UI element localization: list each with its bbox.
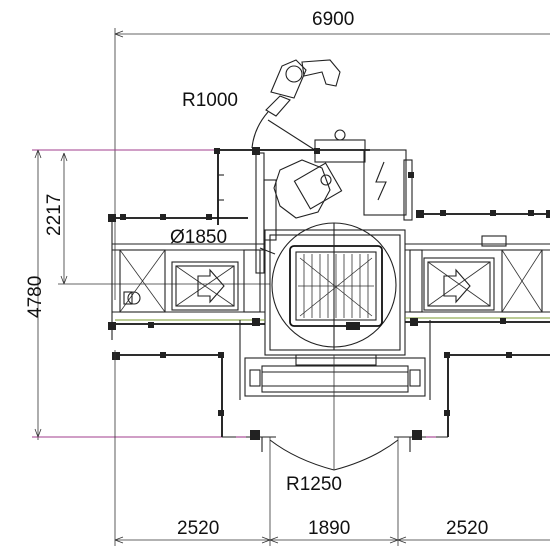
- robot-reach-label: R1000: [182, 90, 238, 111]
- overall-width-dimension: 6900: [114, 9, 550, 300]
- robot-arm: R1000: [182, 59, 341, 153]
- bottom-dimensions: 2520 1890 2520: [114, 350, 550, 546]
- bottom-right-label: 2520: [446, 518, 488, 539]
- overall-height-dimension: 4780: [25, 149, 250, 440]
- table-diameter-label: Ø1850: [170, 227, 227, 248]
- bottom-center-label: 1890: [308, 518, 350, 539]
- bottom-radius-label: R1250: [286, 474, 342, 495]
- lower-station: R1250: [112, 320, 550, 495]
- overall-height-label: 4780: [25, 276, 46, 318]
- bottom-left-label: 2520: [177, 518, 219, 539]
- left-conveyor: [108, 214, 265, 340]
- upper-height-label: 2217: [44, 194, 65, 236]
- upper-height-dimension: 2217: [44, 152, 270, 285]
- rotary-table: Ø1850: [170, 222, 406, 356]
- right-conveyor: [405, 210, 550, 326]
- overall-width-label: 6900: [312, 9, 354, 30]
